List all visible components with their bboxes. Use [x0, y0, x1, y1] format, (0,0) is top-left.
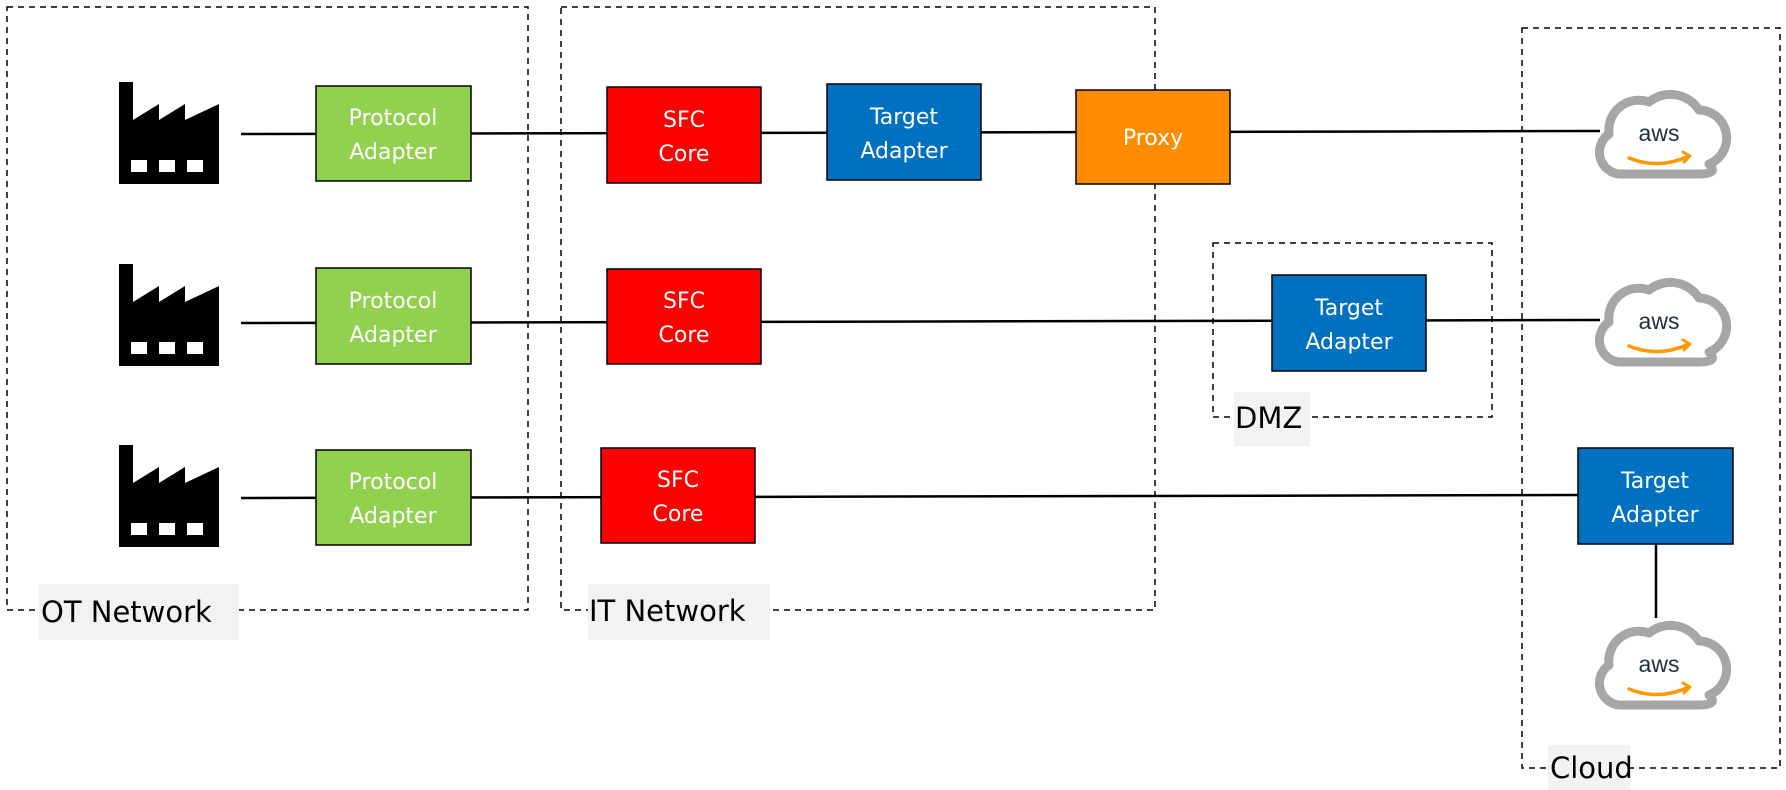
aws-cloud-icon: aws	[1599, 94, 1726, 174]
svg-text:Core: Core	[653, 502, 704, 527]
target-adapter-box: Target Adapter	[1577, 447, 1734, 545]
svg-text:Target: Target	[869, 105, 938, 130]
svg-text:SFC: SFC	[663, 289, 705, 314]
it-network-label: IT Network	[589, 594, 746, 628]
svg-text:Target: Target	[1314, 296, 1383, 321]
svg-text:Proxy: Proxy	[1123, 126, 1183, 151]
aws-cloud-icon: aws	[1599, 625, 1726, 705]
svg-text:Adapter: Adapter	[349, 504, 437, 529]
svg-text:Core: Core	[659, 323, 710, 348]
svg-text:Protocol: Protocol	[349, 470, 438, 495]
aws-cloud-icon: aws	[1599, 282, 1726, 362]
svg-text:Adapter: Adapter	[1611, 503, 1699, 528]
protocol-adapter-box: Protocol Adapter	[315, 85, 472, 182]
zone-it-network: IT Network	[560, 6, 1156, 640]
target-adapter-box: Target Adapter	[826, 83, 982, 181]
sfc-core-box: SFC Core	[606, 86, 762, 184]
zone-dmz: DMZ	[1212, 242, 1493, 446]
protocol-adapter-box: Protocol Adapter	[315, 267, 472, 365]
svg-text:Adapter: Adapter	[860, 139, 948, 164]
cloud-label: Cloud	[1550, 751, 1633, 785]
svg-text:SFC: SFC	[657, 468, 699, 493]
svg-text:aws: aws	[1639, 308, 1680, 334]
ot-network-label: OT Network	[41, 595, 212, 629]
target-adapter-box: Target Adapter	[1271, 274, 1427, 372]
zone-cloud: Cloud	[1521, 27, 1781, 790]
dmz-label: DMZ	[1235, 401, 1302, 435]
factory-icon	[119, 445, 219, 547]
svg-text:Adapter: Adapter	[349, 323, 437, 348]
sfc-core-box: SFC Core	[606, 268, 762, 365]
svg-text:Core: Core	[659, 142, 710, 167]
factory-icon	[119, 264, 219, 366]
protocol-adapter-box: Protocol Adapter	[315, 449, 472, 546]
svg-text:Target: Target	[1620, 469, 1689, 494]
proxy-box: Proxy	[1075, 89, 1231, 185]
svg-text:SFC: SFC	[663, 108, 705, 133]
svg-text:Adapter: Adapter	[1305, 330, 1393, 355]
sfc-core-box: SFC Core	[600, 447, 756, 544]
svg-text:aws: aws	[1639, 651, 1680, 677]
svg-text:Protocol: Protocol	[349, 289, 438, 314]
svg-text:Adapter: Adapter	[349, 140, 437, 165]
factory-icon	[119, 82, 219, 184]
svg-text:Protocol: Protocol	[349, 106, 438, 131]
svg-text:aws: aws	[1639, 120, 1680, 146]
zone-ot-network: OT Network	[6, 6, 529, 640]
